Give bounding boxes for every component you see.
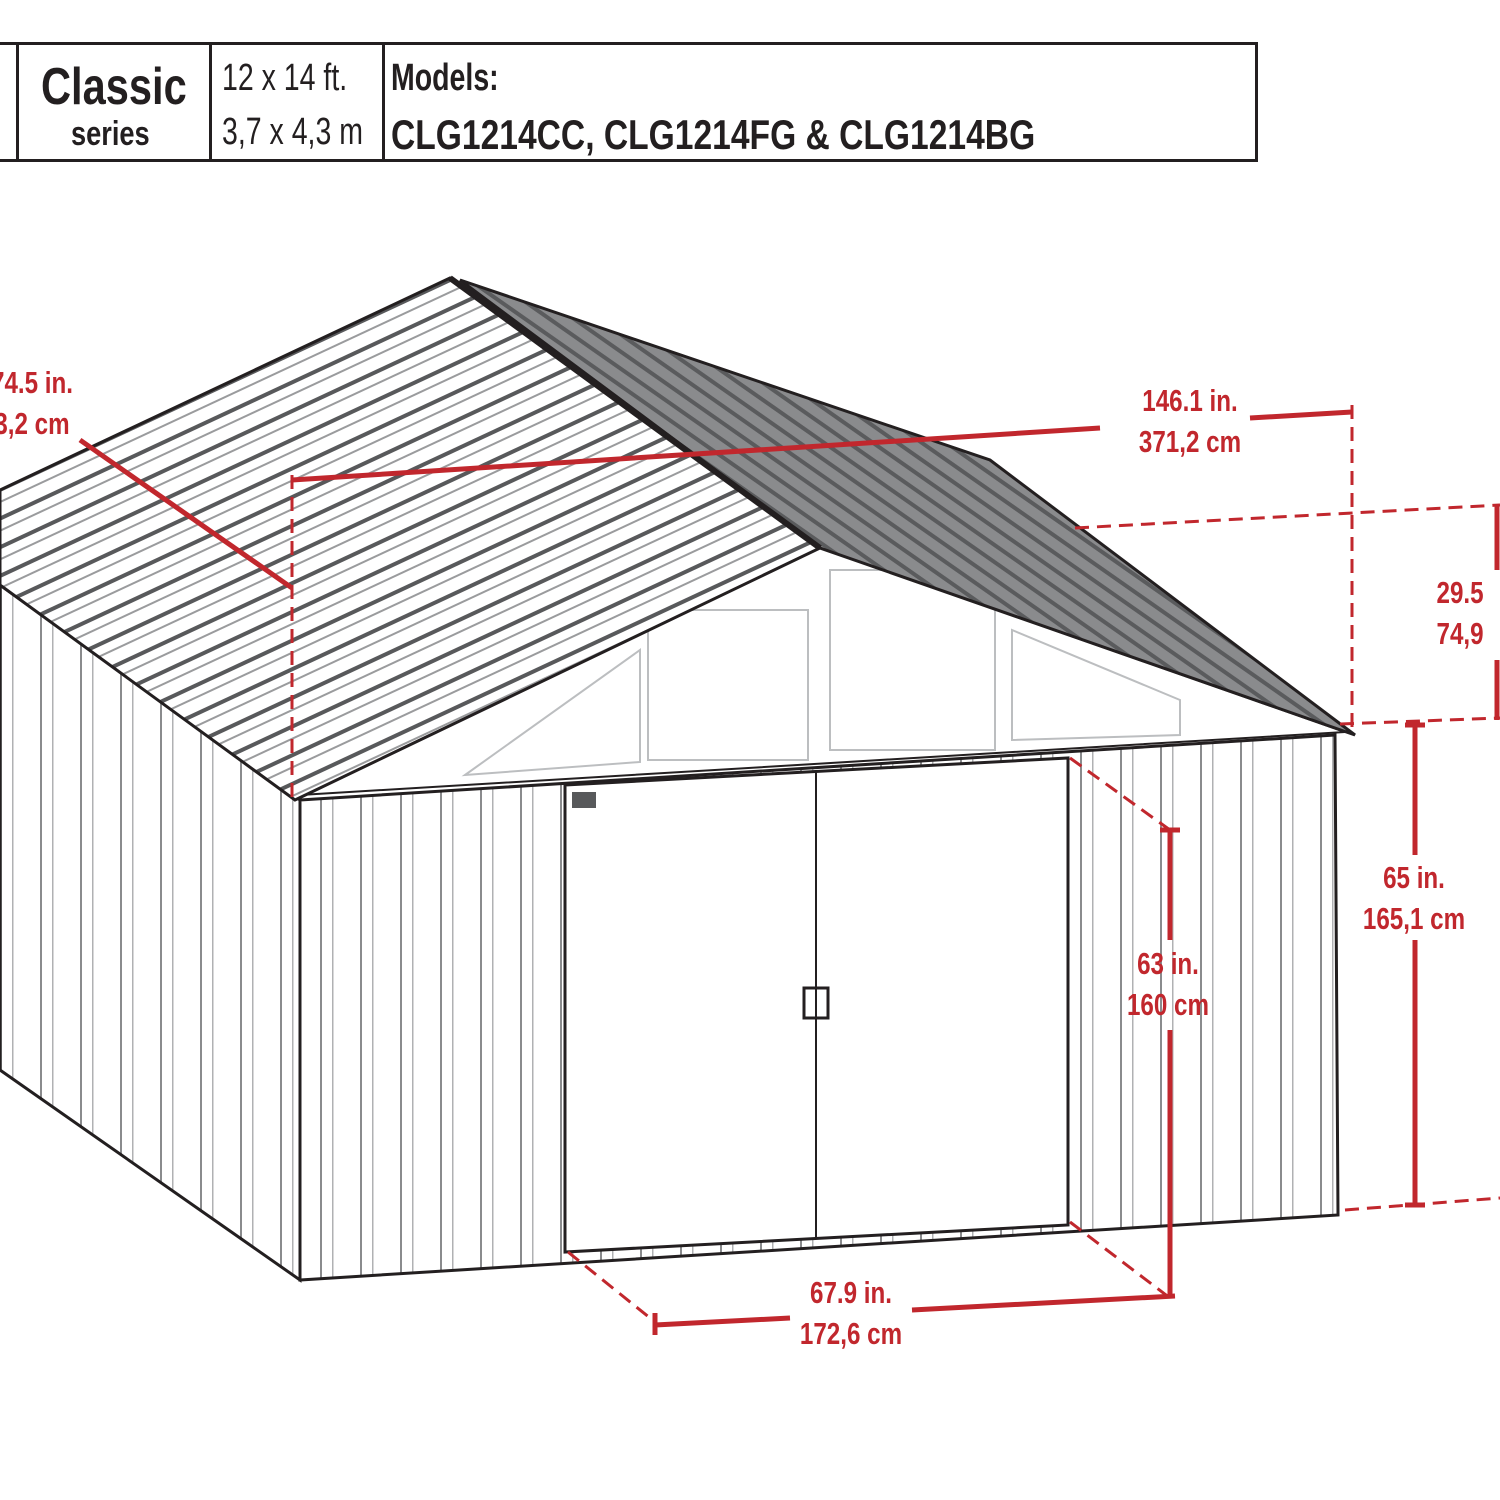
roof-slope-in: 74.5 in. xyxy=(0,365,73,400)
double-door[interactable] xyxy=(563,756,1070,1254)
dimension-lines xyxy=(78,405,1500,1335)
series-label: series xyxy=(71,115,150,153)
door-latch-icon xyxy=(572,792,596,808)
models-cell: Models: CLG1214CC, CLG1214FG & CLG1214BG xyxy=(385,45,1255,159)
width-dimension: 146.1 in. 371,2 cm xyxy=(1112,380,1268,462)
door-height-in: 63 in. xyxy=(1137,946,1199,981)
series-cell: Classic series xyxy=(19,45,212,159)
size-m: 3,7 x 4,3 m xyxy=(222,111,363,153)
gable-height-cm: 74,9 xyxy=(1436,616,1484,651)
models-list: CLG1214CC, CLG1214FG & CLG1214BG xyxy=(391,111,1036,158)
size-cell: 12 x 14 ft. 3,7 x 4,3 m xyxy=(212,45,385,159)
size-ft: 12 x 14 ft. xyxy=(222,57,348,99)
wall-height-in: 65 in. xyxy=(1383,860,1445,895)
roof-slope-cm: 3,2 cm xyxy=(0,406,70,441)
door-width-in: 67.9 in. xyxy=(810,1275,892,1310)
roof xyxy=(0,275,1356,802)
door-width-dimension: 67.9 in. 172,6 cm xyxy=(773,1272,929,1354)
series-name: Classic xyxy=(41,58,187,116)
width-cm: 371,2 cm xyxy=(1138,424,1242,459)
door-height-cm: 160 cm xyxy=(1126,987,1209,1022)
wall-height-dimension: 65 in. 165,1 cm xyxy=(1336,857,1492,939)
width-in: 146.1 in. xyxy=(1142,383,1238,418)
wall-height-cm: 165,1 cm xyxy=(1362,901,1466,936)
door-width-cm: 172,6 cm xyxy=(799,1316,903,1351)
gable-height-dimension: 29.5 74,9 xyxy=(1378,572,1495,654)
roof-slope-dimension: 74.5 in. 3,2 cm xyxy=(0,362,110,444)
door-handle-icon[interactable] xyxy=(802,986,830,1020)
models-label: Models: xyxy=(391,57,499,99)
door-height-dimension: 63 in. 160 cm xyxy=(1090,943,1246,1025)
header-table: Classic series 12 x 14 ft. 3,7 x 4,3 m M… xyxy=(0,42,1258,162)
header-blank-cell xyxy=(0,45,19,159)
gable-height-in: 29.5 xyxy=(1436,575,1484,610)
